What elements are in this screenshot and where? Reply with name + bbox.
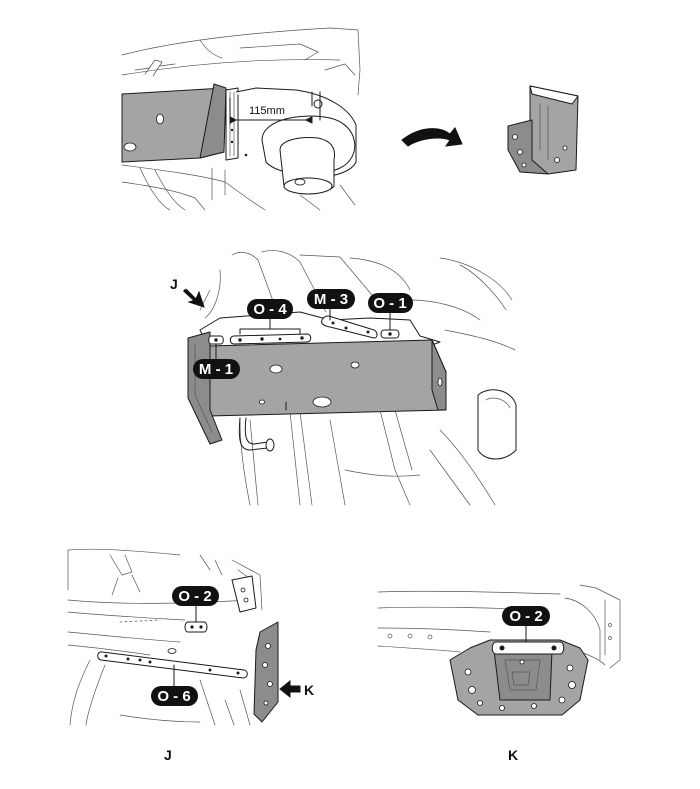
patch-o2-left [184,621,208,633]
callout-o2-left: O - 2 [172,586,219,606]
arrow-k-icon [279,679,301,699]
patch-o4 [229,333,312,345]
removed-bracket [507,85,579,175]
end-plate-j [253,621,279,723]
dimension-115mm: 115mm [249,105,285,117]
patch-o2-right [491,641,565,655]
view-j-marker: J [170,276,178,292]
svg-text:O - 4: O - 4 [253,301,287,318]
callout-o4: O - 4 [247,299,293,319]
view-j-caption: J [164,747,172,763]
callout-m1: M - 1 [193,359,240,379]
svg-text:O - 1: O - 1 [373,295,406,312]
view-k-caption: K [508,747,518,763]
view-j: O - 2 O - 6 K J [67,548,314,763]
main-rail-view: O - 4 M - 3 O - 1 M - 1 J [170,250,517,506]
arrow-j-icon [185,288,205,308]
svg-text:M - 1: M - 1 [199,361,233,378]
svg-text:O - 6: O - 6 [157,688,190,705]
patch-m3 [321,315,378,339]
callout-o2-right: O - 2 [502,606,550,626]
svg-text:O - 2: O - 2 [178,588,211,605]
svg-text:M - 3: M - 3 [314,291,348,308]
curved-arrow-icon [401,127,463,147]
callout-m3: M - 3 [307,289,355,309]
end-plate [187,331,223,445]
svg-text:O - 2: O - 2 [509,608,542,625]
top-rail-view: 115mm [121,27,361,211]
callout-o6: O - 6 [151,686,198,706]
patch-o6 [97,651,248,679]
view-k-marker: K [304,682,314,698]
view-k: O - 2 K [377,584,621,763]
callout-o1: O - 1 [368,293,413,313]
